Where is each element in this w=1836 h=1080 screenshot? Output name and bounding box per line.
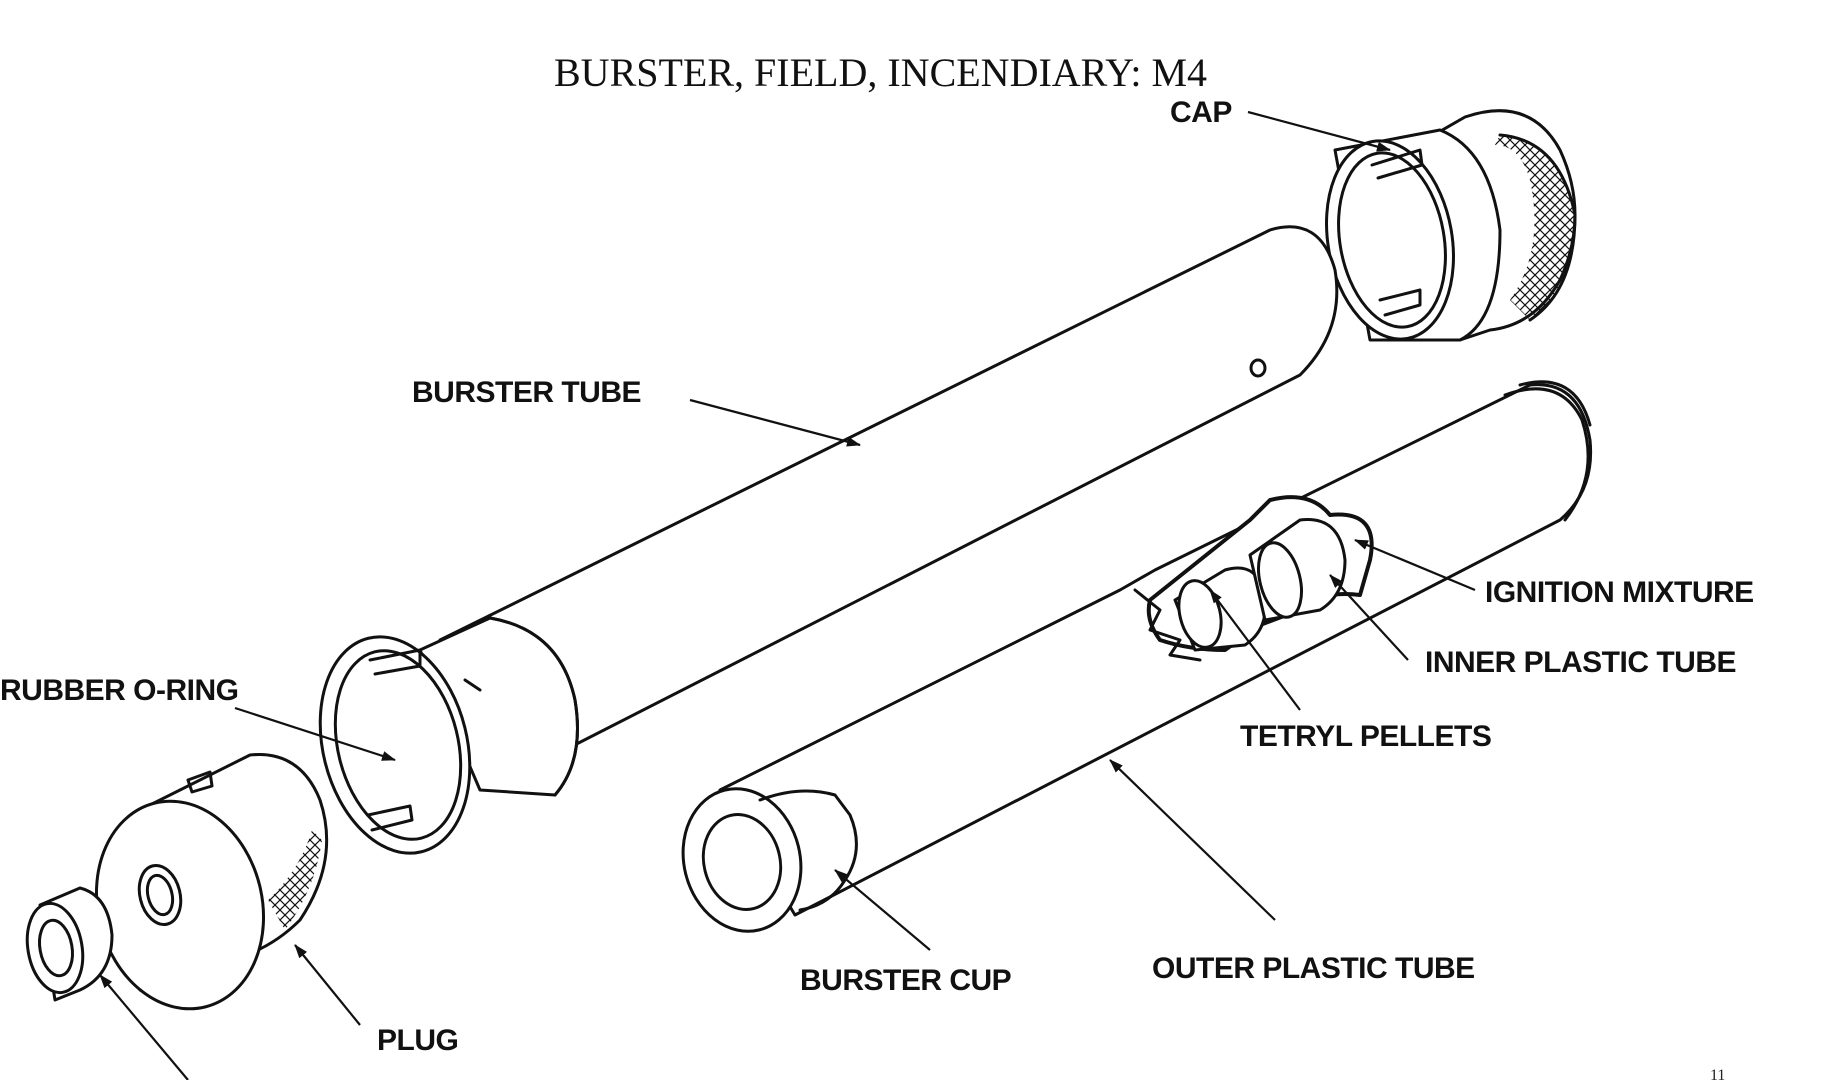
rubber-o-ring-leader: [234, 706, 396, 762]
label-cap: CAP: [1170, 96, 1232, 129]
plug-leader: [294, 944, 361, 1026]
label-burster-cup: BURSTER CUP: [800, 964, 1011, 997]
tube-vent-hole: [1249, 358, 1267, 378]
small-sleeve-part: [25, 886, 114, 1002]
label-burster-tube: BURSTER TUBE: [412, 376, 641, 409]
burster-tube-leader: [689, 398, 861, 447]
leader-lines: [99, 110, 1476, 1080]
cap-part: [1325, 109, 1577, 342]
diagram-title: BURSTER, FIELD, INCENDIARY: M4: [554, 50, 1207, 95]
page-mark: 11: [1710, 1067, 1725, 1080]
ignition-mixture-leader: [1354, 538, 1476, 592]
label-tetryl-pellets: TETRYL PELLETS: [1240, 720, 1491, 753]
burster-tube-part: [318, 225, 1339, 855]
label-inner-plastic-tube: INNER PLASTIC TUBE: [1425, 646, 1736, 679]
inner-plastic-tube-leader: [1329, 574, 1409, 661]
label-ignition-mixture: IGNITION MIXTURE: [1485, 576, 1754, 609]
cap-leader: [1247, 110, 1391, 152]
sleeve-leader: [99, 974, 189, 1080]
outer-plastic-tube-leader: [1109, 759, 1276, 921]
burster-cup-leader: [834, 869, 931, 951]
outer-plastic-tube-part: [681, 380, 1593, 933]
label-outer-plastic-tube: OUTER PLASTIC TUBE: [1152, 952, 1475, 985]
label-plug: PLUG: [377, 1024, 458, 1057]
label-rubber-o-ring: RUBBER O-RING: [0, 674, 239, 707]
tetryl-pellets-leader: [1209, 589, 1301, 711]
plug-part: [94, 753, 329, 1011]
